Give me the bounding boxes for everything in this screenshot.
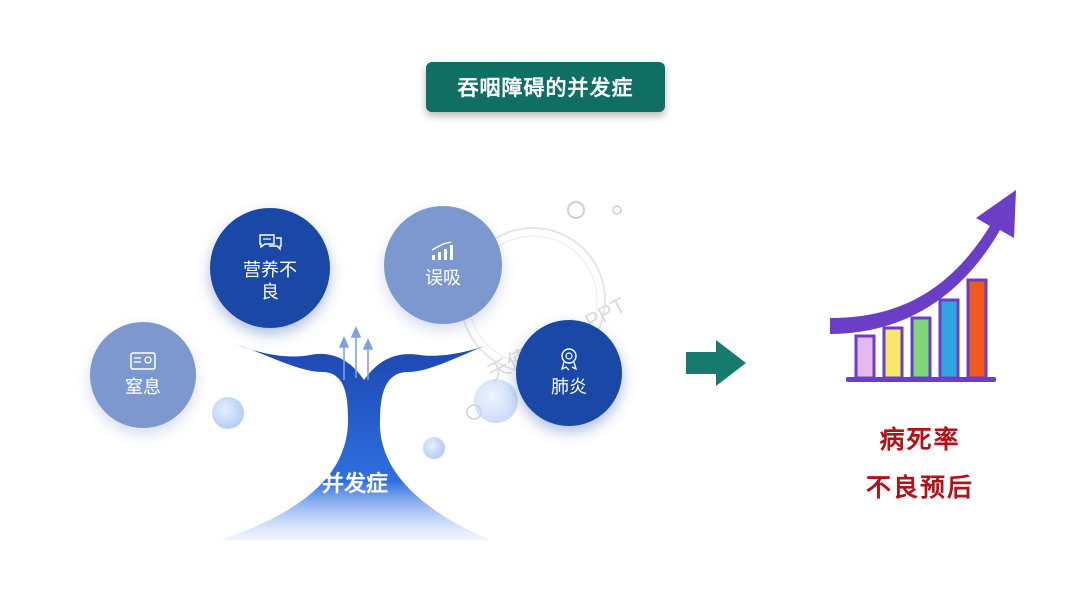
rising-arrows bbox=[338, 326, 374, 380]
growth-chart-icon bbox=[830, 190, 1016, 382]
deco-bubble bbox=[423, 437, 445, 459]
complication-label: 营养不 良 bbox=[243, 260, 297, 303]
complications-center-label: 并发症 bbox=[321, 472, 388, 497]
growth-bar bbox=[938, 298, 960, 380]
chat-bubbles-icon bbox=[259, 234, 282, 251]
bar-chart-icon bbox=[431, 241, 453, 260]
growth-bar bbox=[882, 326, 904, 380]
complication-label: 窒息 bbox=[125, 377, 161, 398]
chart-baseline bbox=[846, 377, 996, 382]
deco-ring bbox=[567, 201, 585, 219]
growth-bar bbox=[910, 316, 932, 380]
outcome-mortality: 病死率 bbox=[879, 425, 961, 454]
growth-bar bbox=[854, 334, 876, 380]
deco-bubble bbox=[474, 379, 518, 423]
complication-label: 肺炎 bbox=[551, 377, 587, 398]
outcome-poor-prognosis: 不良预后 bbox=[865, 473, 974, 502]
id-card-icon bbox=[130, 352, 156, 370]
complication-label: 误吸 bbox=[425, 268, 461, 289]
complication-aspiration: 误吸 bbox=[384, 206, 502, 324]
page-title: 吞咽障碍的并发症 bbox=[457, 76, 634, 100]
growth-arrow bbox=[830, 190, 1016, 334]
complication-malnutrition: 营养不 良 bbox=[210, 208, 330, 328]
tree-trunk bbox=[220, 344, 490, 540]
deco-bubble bbox=[212, 397, 244, 429]
award-badge-icon bbox=[560, 348, 578, 371]
deco-ring bbox=[612, 205, 622, 215]
complication-pneumonia: 肺炎 bbox=[516, 320, 622, 426]
arrow-right-icon bbox=[686, 340, 746, 386]
growth-bar bbox=[966, 278, 988, 380]
complication-choking: 窒息 bbox=[90, 322, 196, 428]
title-badge: 吞咽障碍的并发症 bbox=[426, 62, 665, 112]
